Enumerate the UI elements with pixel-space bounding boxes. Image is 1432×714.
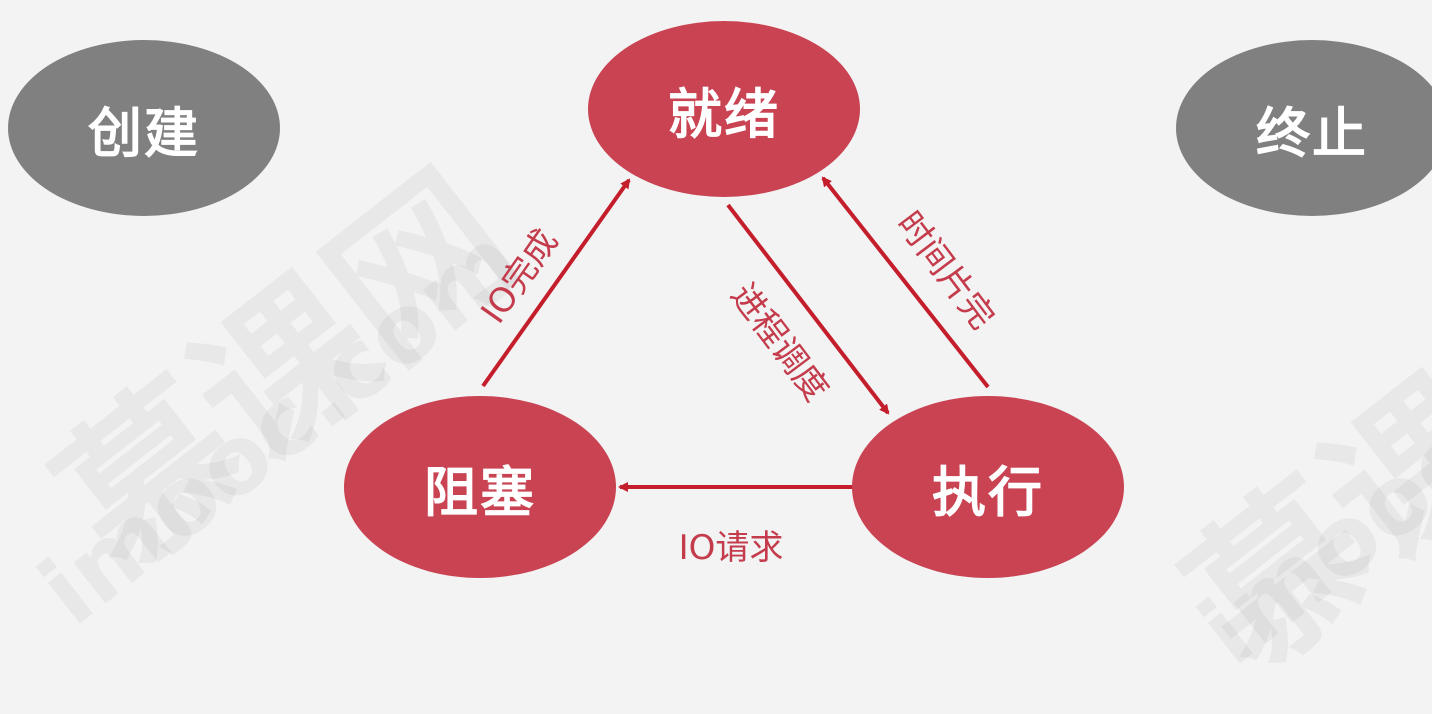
node-blocked-label: 阻塞: [424, 460, 536, 524]
node-ready: 就绪: [588, 21, 860, 197]
node-create: 创建: [8, 40, 280, 216]
arrow-schedule: [726, 203, 890, 415]
node-terminate: 终止: [1176, 40, 1432, 216]
node-create-label: 创建: [88, 101, 200, 165]
label-io-request: IO请求: [678, 528, 784, 568]
node-running: 执行: [852, 396, 1124, 578]
node-terminate-label: 终止: [1256, 101, 1368, 165]
node-blocked: 阻塞: [344, 396, 616, 578]
arrow-io-done: [481, 178, 631, 388]
arrow-time-slice: [821, 176, 990, 389]
transition-arrows: [481, 176, 990, 492]
node-running-label: 执行: [932, 460, 1044, 524]
node-ready-label: 就绪: [668, 82, 780, 146]
process-state-diagram: 慕课网 imooc.com 慕课网 imooc.com 创建 就绪 终止 阻塞 …: [8, 21, 1432, 708]
